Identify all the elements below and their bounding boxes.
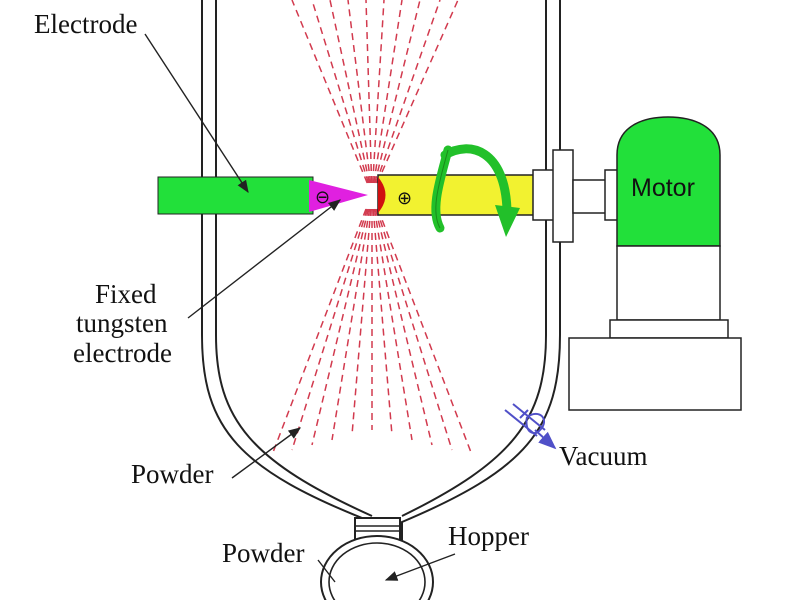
electrode-bar [157, 176, 314, 215]
label-fixed-line1: Fixed [95, 279, 157, 309]
labels: Electrode Fixed tungsten electrode Powde… [34, 9, 647, 568]
hopper-leader [384, 553, 456, 581]
spray-line-top-3 [347, 0, 372, 184]
label-vacuum: Vacuum [559, 441, 647, 471]
spray-line-bottom-0 [271, 208, 367, 456]
motor-cap [616, 116, 721, 247]
spray-line-bottom-9 [376, 208, 453, 451]
spray-line-top-4 [365, 0, 373, 184]
spray-line-bottom-4 [351, 208, 372, 436]
tungsten-tip [309, 180, 368, 212]
hopper-assembly [320, 517, 434, 600]
shaft-collar [532, 169, 556, 221]
motor-shaft [572, 179, 610, 214]
rotating-electrode-assembly: ⊕ [377, 174, 541, 216]
label-powder-chamber: Powder [131, 459, 214, 489]
spray-line-bottom-6 [372, 208, 393, 436]
spray-line-bottom-2 [311, 208, 370, 446]
wall-flange [552, 149, 574, 243]
fixed-electrode-leader [187, 199, 341, 319]
fixed-electrode-assembly: ⊖ [157, 176, 368, 215]
motor-label: Motor [631, 174, 695, 202]
spray-line-bottom-1 [291, 208, 368, 451]
rotating-electrode-tip [378, 177, 386, 213]
powder-hopper-leader [317, 559, 336, 583]
spray-line-top-9 [376, 0, 459, 184]
fixed-electrode-charge-symbol: ⊖ [315, 187, 330, 208]
vacuum-port [504, 403, 557, 450]
spray-line-top-5 [371, 0, 385, 184]
electrode-leader [144, 33, 249, 194]
vessel-inner-wall [215, 0, 547, 517]
motor-base [568, 337, 742, 411]
vacuum-arrow [534, 429, 557, 450]
spray-line-top-2 [329, 0, 371, 184]
spray-line-bottom-8 [374, 208, 433, 446]
label-electrode: Electrode [34, 9, 137, 39]
spray-line-top-1 [311, 0, 370, 184]
spray-line-bottom-3 [331, 208, 371, 441]
spray-line-top-7 [374, 0, 421, 184]
rotation-arrow-icon [431, 144, 520, 237]
motor-mount [609, 319, 729, 339]
powder-chamber-leader [231, 427, 302, 479]
label-hopper: Hopper [448, 521, 529, 551]
hopper-bulb-outer [320, 535, 434, 600]
label-powder-hopper: Powder [222, 538, 305, 568]
powder-spray [271, 0, 473, 456]
shaft-seal-assembly [532, 149, 620, 243]
spray-line-bottom-10 [377, 208, 473, 456]
spray-line-bottom-7 [373, 208, 413, 441]
spray-line-top-6 [373, 0, 403, 184]
label-fixed-line2: tungsten [76, 308, 168, 338]
motor-body [616, 245, 721, 321]
spray-line-top-0 [291, 0, 368, 184]
leader-lines [144, 33, 456, 583]
vessel [201, 0, 561, 561]
vessel-outer-wall [201, 0, 561, 561]
label-fixed-line3: electrode [73, 338, 172, 368]
hopper-bulb-inner [328, 542, 426, 600]
spray-line-top-8 [375, 0, 441, 184]
rotating-electrode-charge-symbol: ⊕ [397, 188, 412, 209]
motor: Motor [568, 116, 742, 411]
